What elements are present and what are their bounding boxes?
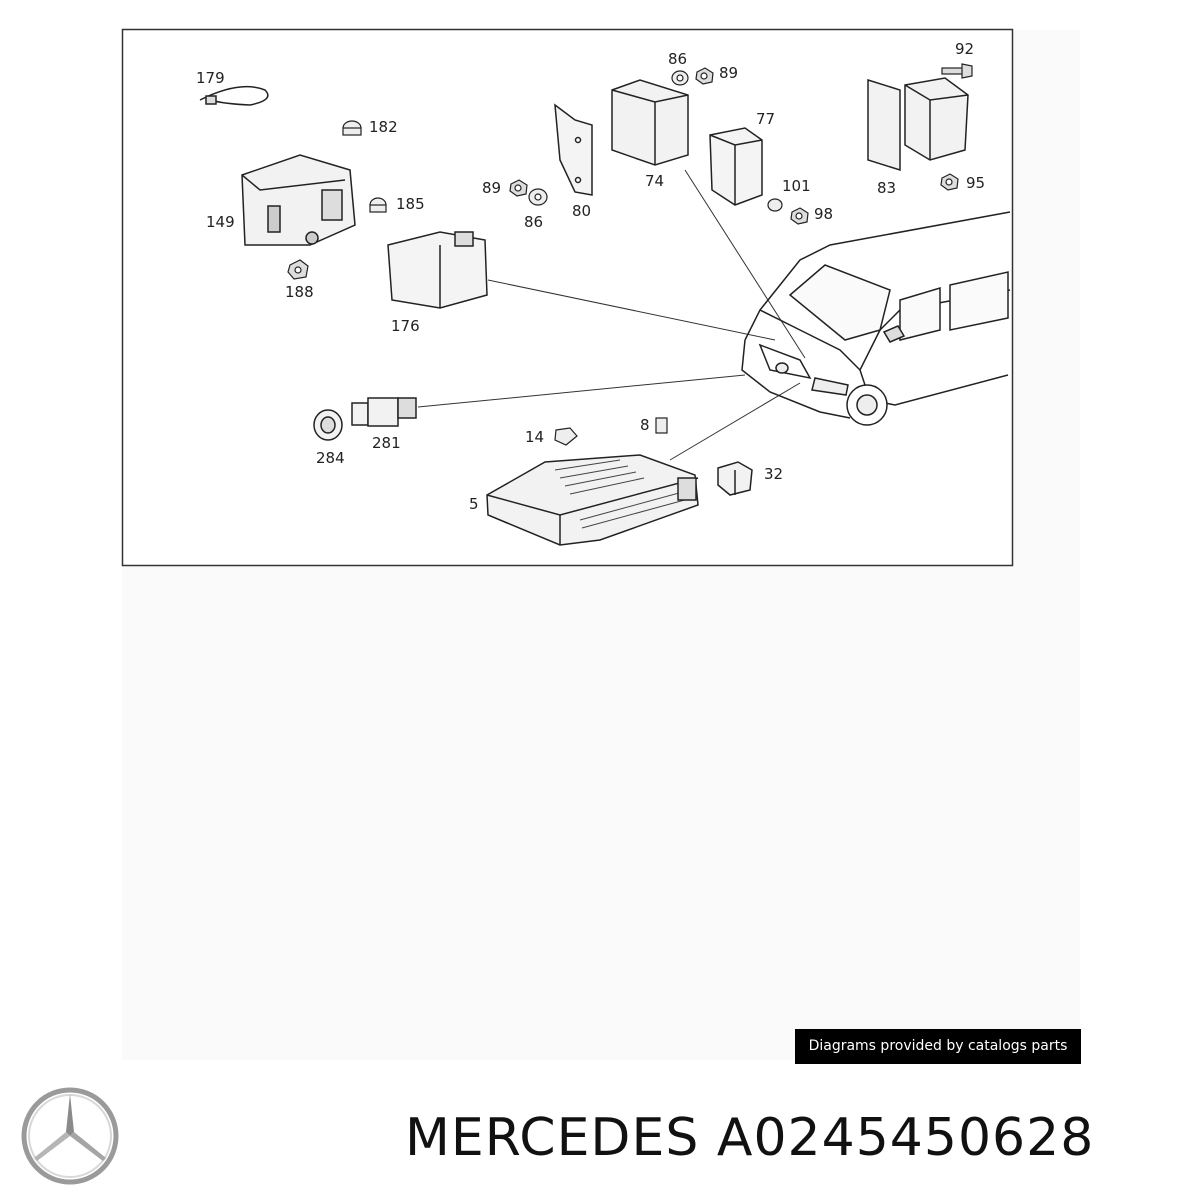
washer-86-icon xyxy=(528,188,548,206)
part-label: 185 xyxy=(396,195,425,213)
part-label: 14 xyxy=(525,428,544,446)
nut-188-icon xyxy=(287,259,309,280)
part-label: 95 xyxy=(966,174,985,192)
relay-74-icon xyxy=(611,79,689,166)
nut-95-icon xyxy=(940,173,959,191)
van-illustration xyxy=(741,211,1011,426)
fuse-8-icon xyxy=(655,417,668,434)
part-label: 284 xyxy=(316,449,345,467)
part-label: 98 xyxy=(814,205,833,223)
part-label: 74 xyxy=(645,172,664,190)
fuse-14-icon xyxy=(554,427,578,446)
part-label: 179 xyxy=(196,69,225,87)
bracket-83-icon xyxy=(867,77,969,172)
brand-and-part-number: MERCEDES A0245450628 xyxy=(405,1108,1094,1168)
part-label: 188 xyxy=(285,283,314,301)
nut-89b-icon xyxy=(695,67,714,85)
cable-tie-icon xyxy=(199,85,269,106)
part-label: 89 xyxy=(482,179,501,197)
part-label: 80 xyxy=(572,202,591,220)
relay-77-icon xyxy=(709,127,763,206)
credit-banner: Diagrams provided by catalogs parts xyxy=(795,1029,1081,1064)
module-176-icon xyxy=(387,231,488,309)
fuse-box-5-icon xyxy=(486,454,699,546)
plug-182-icon xyxy=(342,120,362,136)
part-label: 149 xyxy=(206,213,235,231)
part-label: 89 xyxy=(719,64,738,82)
part-label: 86 xyxy=(668,50,687,68)
part-label: 281 xyxy=(372,434,401,452)
washer-86b-icon xyxy=(671,70,689,86)
part-label: 92 xyxy=(955,40,974,58)
nut-98-icon xyxy=(790,207,809,225)
bracket-80-icon xyxy=(554,103,593,196)
part-label: 32 xyxy=(764,465,783,483)
control-unit-149-icon xyxy=(241,154,356,246)
part-number: A0245450628 xyxy=(716,1108,1095,1168)
part-label: 86 xyxy=(524,213,543,231)
part-label: 8 xyxy=(640,416,650,434)
switch-284-icon xyxy=(313,409,343,441)
relay-32-icon xyxy=(717,461,753,496)
part-label: 101 xyxy=(782,177,811,195)
brand-name: MERCEDES xyxy=(405,1108,700,1168)
part-label: 176 xyxy=(391,317,420,335)
plug-101-icon xyxy=(767,198,783,212)
switch-281-icon xyxy=(351,397,417,427)
part-labels: 179 182 149 185 188 176 89 86 80 86 89 7… xyxy=(196,40,985,513)
part-label: 5 xyxy=(469,495,479,513)
mercedes-star-icon xyxy=(21,1087,119,1185)
bolt-92-icon xyxy=(941,63,973,79)
part-label: 77 xyxy=(756,110,775,128)
plug-185-icon xyxy=(369,197,387,213)
nut-89-icon xyxy=(509,179,528,197)
part-label: 83 xyxy=(877,179,896,197)
part-label: 182 xyxy=(369,118,398,136)
